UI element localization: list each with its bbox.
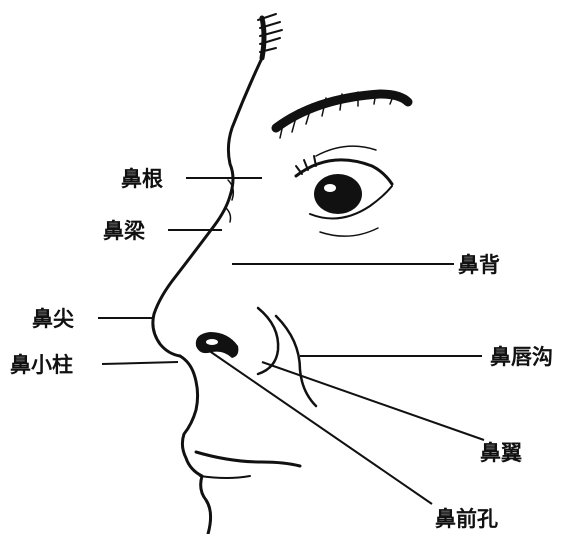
labels: 鼻根 鼻梁 鼻背 鼻尖 鼻小柱 鼻唇沟 鼻翼 鼻前孔 bbox=[10, 166, 553, 531]
label-nasal-tip: 鼻尖 bbox=[32, 306, 74, 331]
mouth-line bbox=[196, 452, 300, 466]
label-nostril: 鼻前孔 bbox=[435, 506, 498, 531]
label-nasal-bridge: 鼻梁 bbox=[103, 218, 146, 243]
iris bbox=[314, 174, 362, 214]
nostril-shape bbox=[196, 332, 239, 358]
nasolabial-fold-line bbox=[276, 316, 316, 406]
nostril-highlight bbox=[206, 339, 218, 345]
lip-chin-profile bbox=[180, 356, 211, 534]
iris-highlight bbox=[324, 184, 336, 192]
face-profile-line bbox=[153, 58, 262, 356]
lower-eye-crease bbox=[320, 228, 378, 236]
leader-lines bbox=[98, 178, 484, 504]
leader-ala bbox=[262, 362, 484, 440]
eyelid-crease bbox=[316, 146, 376, 156]
label-nasal-dorsum: 鼻背 bbox=[458, 252, 500, 277]
label-ala: 鼻翼 bbox=[480, 440, 522, 465]
lower-lip bbox=[200, 476, 250, 478]
face-drawing bbox=[153, 14, 408, 534]
leader-columella bbox=[102, 362, 178, 364]
label-columella: 鼻小柱 bbox=[10, 352, 73, 377]
label-nasal-root: 鼻根 bbox=[121, 166, 163, 191]
label-nasolabial-fold: 鼻唇沟 bbox=[490, 344, 553, 369]
leader-nostril bbox=[208, 350, 432, 504]
